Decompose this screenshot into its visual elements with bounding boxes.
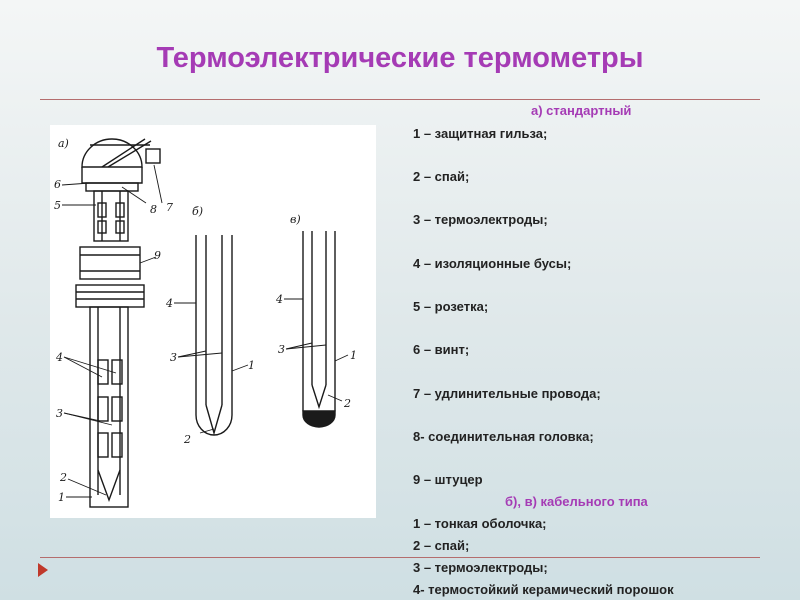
standard-heading: а) стандартный (531, 103, 632, 118)
arrow-right-icon[interactable] (38, 563, 48, 577)
panel-label-b: б) (192, 205, 203, 218)
cable-heading: б), в) кабельного типа (505, 494, 648, 509)
legend-item: 5 – розетка; (413, 299, 489, 314)
part-c-2: 2 (343, 397, 351, 410)
panel-c-drawing (284, 231, 349, 428)
thermometer-diagram: а) б) в) 6 5 8 7 9 4 3 2 1 4 3 1 2 4 3 1… (50, 125, 376, 518)
part-a-1: 1 (58, 491, 65, 504)
part-a-4: 4 (55, 351, 63, 364)
legend-item: 8- соединительная головка; (413, 429, 594, 444)
legend-item: 7 – удлинительные провода; (413, 386, 601, 401)
legend-item: 3 – термоэлектроды; (413, 212, 548, 227)
diagram-svg: а) б) в) 6 5 8 7 9 4 3 2 1 4 3 1 2 4 3 1… (54, 137, 357, 508)
bottom-divider (40, 557, 760, 558)
panel-b-drawing (174, 235, 249, 436)
part-c-4: 4 (275, 293, 283, 306)
part-b-2: 2 (183, 433, 191, 446)
top-divider (40, 99, 760, 100)
panel-label-a: а) (58, 137, 69, 150)
legend-item: 6 – винт; (413, 342, 470, 357)
panel-a-drawing (61, 138, 163, 508)
legend-item: 2 – спай; (413, 538, 470, 553)
part-c-3: 3 (278, 343, 285, 356)
legend-item: 3 – термоэлектроды; (413, 560, 548, 575)
part-b-4: 4 (165, 297, 173, 310)
part-a-5: 5 (54, 199, 61, 212)
part-b-1: 1 (248, 359, 255, 372)
panel-label-c: в) (290, 213, 301, 226)
legend-item: 4 – изоляционные бусы; (413, 256, 572, 271)
legend-item: 1 – тонкая оболочка; (413, 516, 547, 531)
part-b-3: 3 (170, 351, 177, 364)
part-c-1: 1 (350, 349, 357, 362)
part-a-9: 9 (154, 249, 161, 262)
part-a-3: 3 (56, 407, 63, 420)
part-a-7: 7 (166, 201, 173, 214)
legend-item: 9 – штуцер (413, 472, 483, 487)
slide-title: Термоэлектрические термометры (156, 42, 644, 74)
legend-item: 2 – спай; (413, 169, 470, 184)
part-a-6: 6 (54, 178, 61, 191)
part-a-8: 8 (150, 203, 157, 216)
part-a-2: 2 (59, 471, 67, 484)
legend-item: 4- термостойкий керамический порошок (413, 582, 674, 597)
legend-item: 1 – защитная гильза; (413, 126, 548, 141)
